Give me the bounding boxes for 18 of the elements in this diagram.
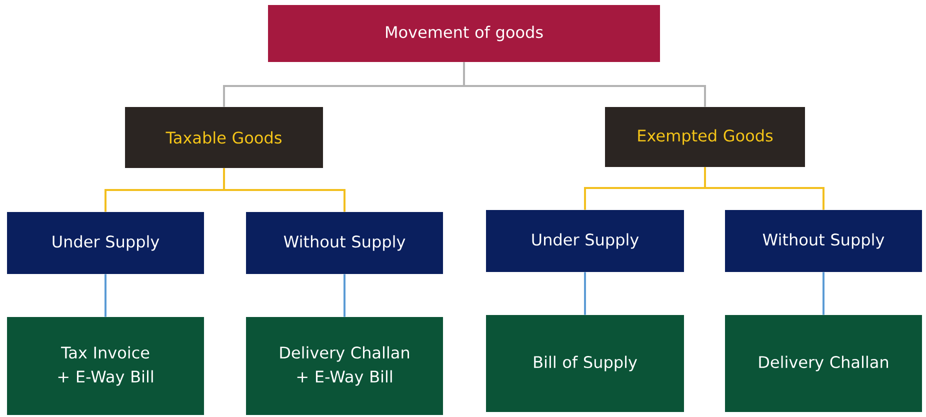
connector-line <box>344 274 346 317</box>
connector-line <box>704 167 824 210</box>
document-box: Tax Invoice + E-Way Bill <box>7 317 204 415</box>
document-box: Delivery Challan + E-Way Bill <box>246 317 443 415</box>
connector-line <box>104 274 106 317</box>
category-box: Exempted Goods <box>605 107 805 167</box>
document-box: Delivery Challan <box>725 315 922 412</box>
connector-line <box>223 168 346 212</box>
document-box: Bill of Supply <box>486 315 684 412</box>
type-box: Under Supply <box>486 210 684 272</box>
connector-line <box>584 272 586 315</box>
category-box: Taxable Goods <box>125 107 323 168</box>
connector-line <box>822 272 824 315</box>
connector-line <box>463 62 706 107</box>
title-box: Movement of goods <box>268 5 660 62</box>
type-box: Without Supply <box>246 212 443 274</box>
type-box: Under Supply <box>7 212 204 274</box>
type-box: Without Supply <box>725 210 922 272</box>
